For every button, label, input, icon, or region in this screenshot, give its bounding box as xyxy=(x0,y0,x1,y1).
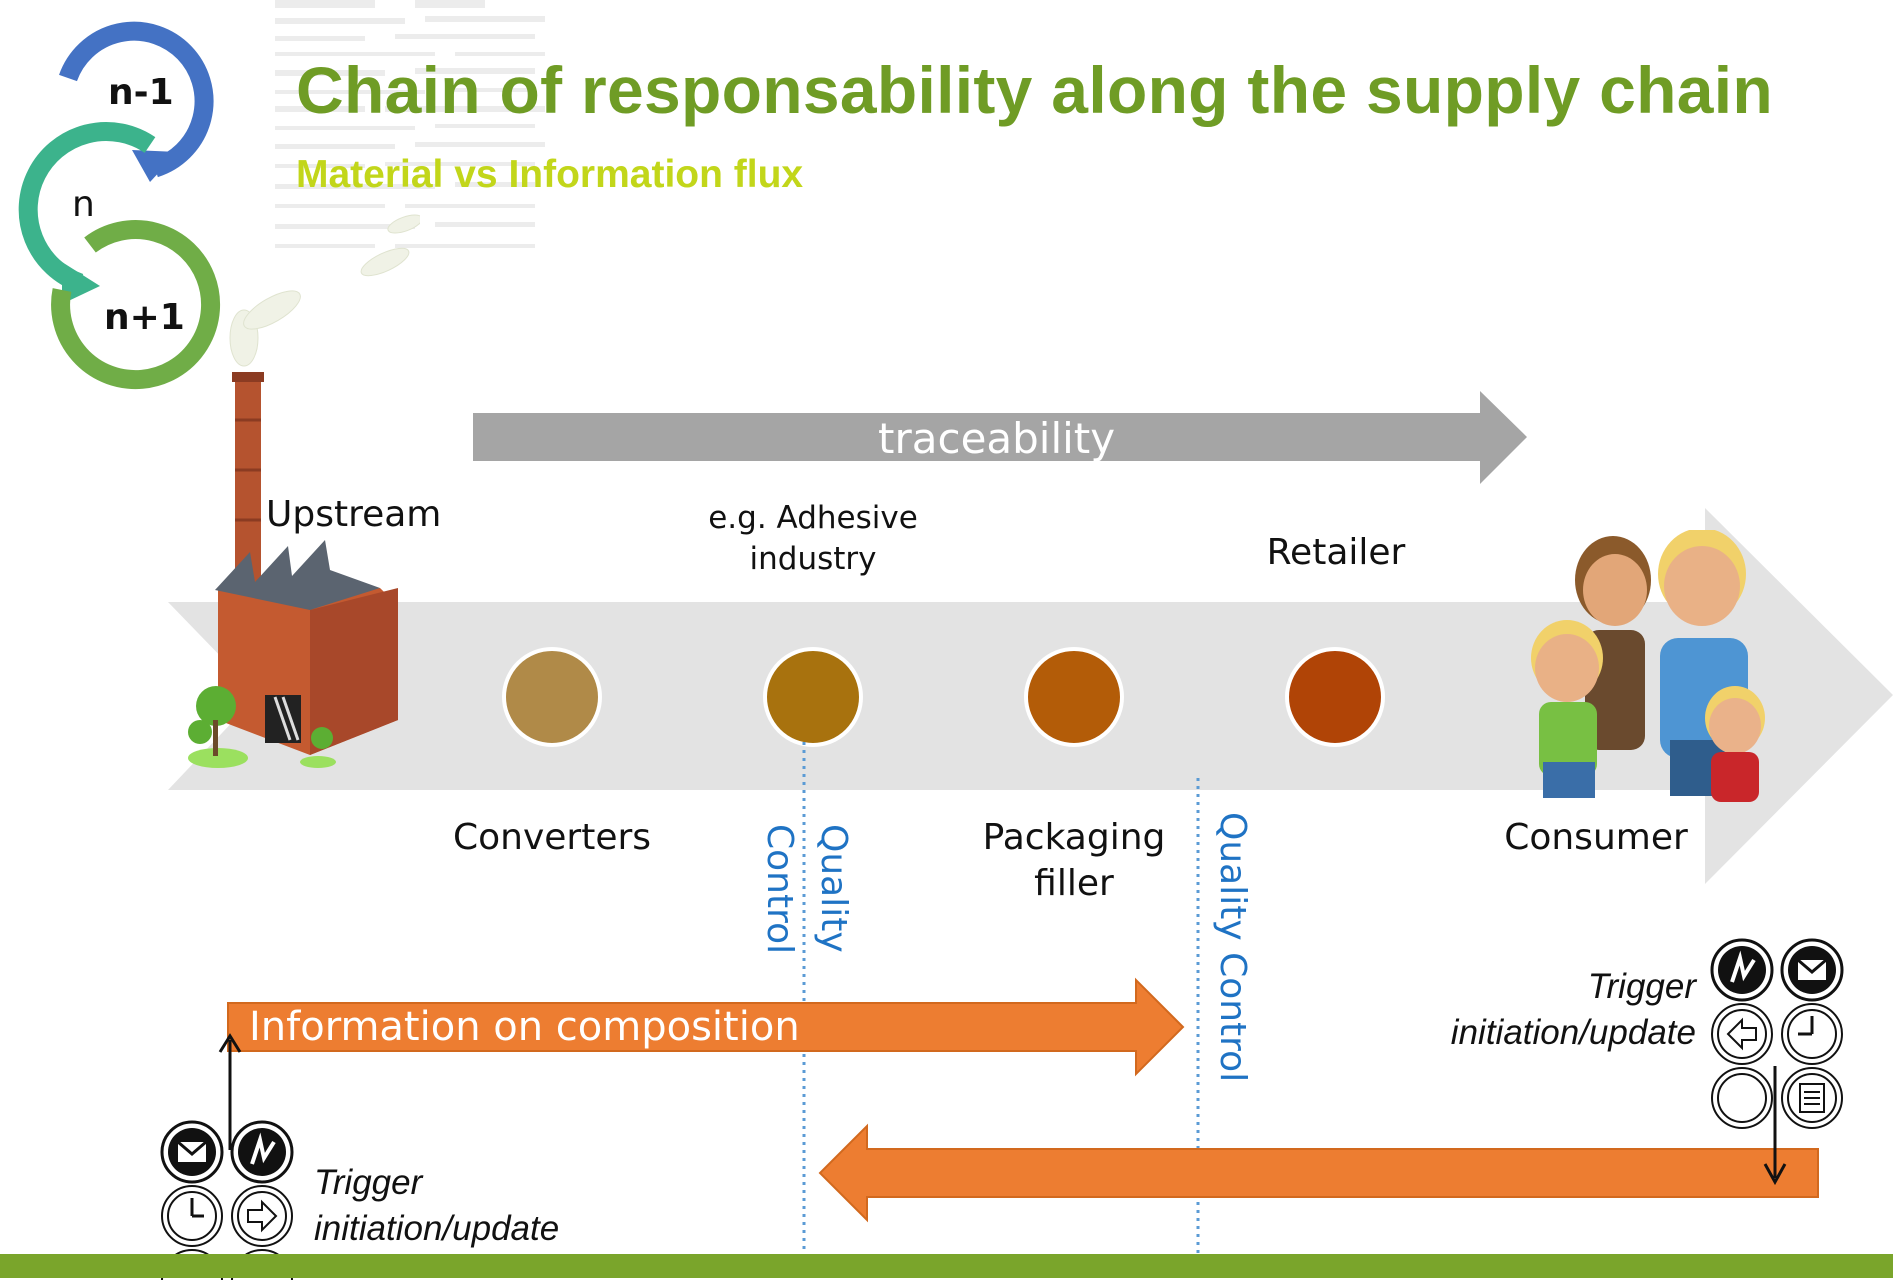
stage-label-packaging-line2: filler xyxy=(1034,863,1114,904)
left-trigger-line1: Trigger xyxy=(314,1163,423,1202)
page-title: Chain of responsability along the supply… xyxy=(296,53,1773,127)
stage-label-adhesive-line2: industry xyxy=(749,541,877,577)
right-trigger-label: Trigger initiation/update xyxy=(1450,964,1696,1056)
stage-label-adhesive: e.g. Adhesive industry xyxy=(693,498,933,580)
lightning-icon xyxy=(1710,938,1774,1002)
factory-illustration xyxy=(188,214,420,768)
stage-dot-adhesive xyxy=(763,647,863,747)
mail-icon xyxy=(160,1120,224,1184)
traceability-label: traceability xyxy=(878,414,1116,463)
footer-bar xyxy=(0,1254,1893,1278)
arrow-left-icon xyxy=(1711,1003,1773,1065)
right-trigger-line1: Trigger xyxy=(1587,967,1696,1006)
right-trigger-icons xyxy=(1710,938,1844,1129)
stage-label-adhesive-line1: e.g. Adhesive xyxy=(708,500,918,536)
left-trigger-line2: initiation/update xyxy=(314,1209,560,1248)
quality-control-label-2: Quality Control xyxy=(1212,812,1253,1083)
page-subtitle: Material vs Information flux xyxy=(296,153,804,196)
cycle-arrowhead-current xyxy=(62,262,100,304)
cycle-ring-next xyxy=(51,220,221,390)
cycle-label-prev: n-1 xyxy=(108,72,174,113)
quality-control-label-1-line2: Control xyxy=(759,824,800,955)
stage-dot-retailer xyxy=(1285,647,1385,747)
cycle-diagram xyxy=(18,21,221,390)
cycle-ring-prev xyxy=(59,21,214,178)
cycle-label-next: n+1 xyxy=(104,297,185,338)
stage-label-packaging-line1: Packaging xyxy=(982,817,1166,858)
mail-icon xyxy=(1780,938,1844,1002)
stage-label-retailer: Retailer xyxy=(1266,532,1406,573)
final-use-label: Information on final use xyxy=(1330,1196,1807,1242)
decorative-stripes xyxy=(275,0,545,248)
quality-control-label-1-line1: Quality xyxy=(813,824,854,953)
document-icon xyxy=(1781,1067,1843,1129)
cycle-arrowhead-prev xyxy=(132,150,178,182)
lightning-icon xyxy=(230,1120,294,1184)
stage-label-packaging: Packaging filler xyxy=(954,815,1194,907)
cycle-ring-current xyxy=(18,122,156,292)
stage-label-consumer: Consumer xyxy=(1504,817,1688,858)
clock-icon xyxy=(161,1185,223,1247)
stage-label-converters: Converters xyxy=(452,817,652,858)
stage-label-upstream: Upstream xyxy=(266,494,442,535)
composition-label: Information on composition xyxy=(249,1004,800,1050)
quality-control-label-1: Quality Control xyxy=(755,824,865,954)
left-trigger-label: Trigger initiation/update xyxy=(314,1160,559,1252)
stage-dot-packaging xyxy=(1024,647,1124,747)
clock-icon xyxy=(1781,1003,1843,1065)
consumers-illustration xyxy=(1531,530,1765,802)
empty-icon xyxy=(1711,1067,1773,1129)
cycle-label-current: n xyxy=(72,184,95,225)
right-trigger-line2: initiation/update xyxy=(1450,1013,1696,1052)
arrow-right-icon xyxy=(231,1185,293,1247)
stage-dot-converters xyxy=(502,647,602,747)
